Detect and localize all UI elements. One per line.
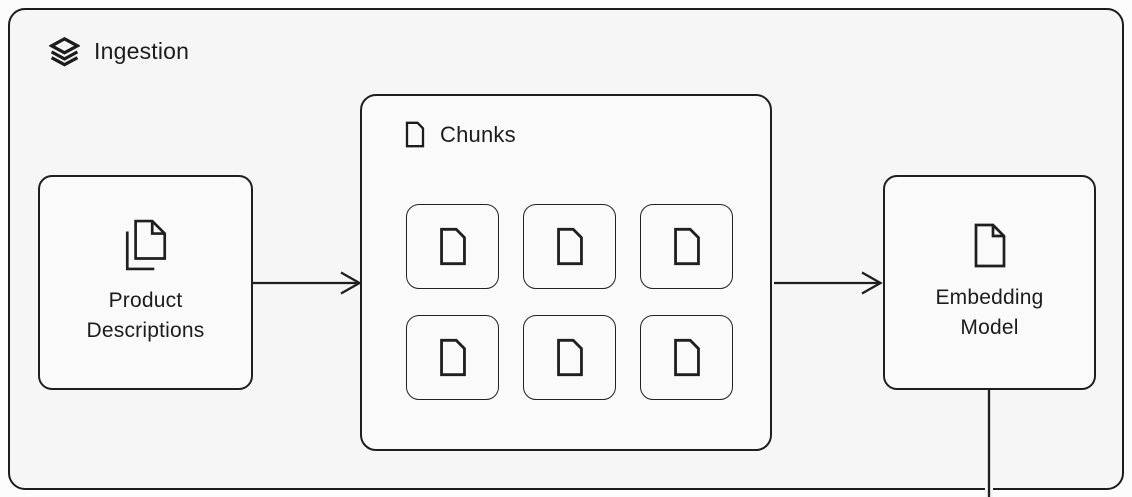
node-product-label: Product Descriptions xyxy=(87,286,205,346)
chunks-title: Chunks xyxy=(440,121,516,147)
chunk-tile xyxy=(406,315,499,400)
chunk-tile xyxy=(640,315,733,400)
node-product-label-line1: Product xyxy=(108,289,183,312)
file-icon xyxy=(673,338,701,377)
node-product-label-line2: Descriptions xyxy=(86,319,205,342)
file-icon xyxy=(974,223,1006,268)
chunk-tile xyxy=(523,204,616,289)
node-chunks: Chunks xyxy=(360,94,772,451)
chunk-tile xyxy=(406,204,499,289)
diagram-title: Ingestion xyxy=(94,38,190,64)
file-icon xyxy=(439,227,467,266)
node-embedding-label-line1: Embedding xyxy=(935,285,1044,309)
node-product-descriptions: Product Descriptions xyxy=(38,175,253,390)
file-icon xyxy=(556,338,584,377)
chunk-grid xyxy=(406,204,733,400)
node-embedding-model: Embedding Model xyxy=(883,175,1096,390)
chunk-tile xyxy=(640,204,733,289)
diagram-header: Ingestion xyxy=(49,36,189,67)
chunk-tile xyxy=(523,315,616,400)
file-icon xyxy=(556,227,584,266)
chunks-header: Chunks xyxy=(405,121,516,148)
file-icon xyxy=(405,121,425,148)
node-embedding-label: Embedding Model xyxy=(935,283,1043,343)
file-icon xyxy=(673,227,701,266)
layers-icon xyxy=(49,36,80,67)
files-icon xyxy=(123,219,169,271)
node-embedding-label-line2: Model xyxy=(960,315,1019,339)
file-icon xyxy=(439,338,467,377)
